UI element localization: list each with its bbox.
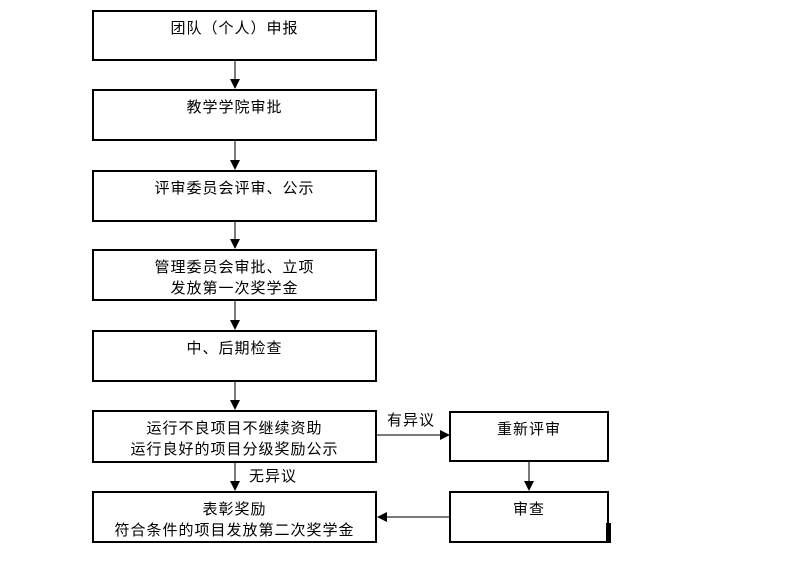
black-bar-artifact	[606, 523, 611, 543]
label-objection: 有异议	[387, 411, 436, 429]
flow-box-text: 审查	[512, 500, 545, 518]
flow-box-text: 运行不良项目不继续资助	[146, 419, 323, 437]
flow-box-text: 中、后期检查	[186, 339, 283, 357]
flow-box-text: 重新评审	[496, 420, 561, 438]
flow-box-text: 管理委员会审批、立项	[154, 258, 315, 276]
flow-box-text: 表彰奖励	[202, 500, 267, 518]
flow-box-committee-review: 评审委员会评审、公示	[92, 170, 377, 222]
flow-box-management-approval: 管理委员会审批、立项 发放第一次奖学金	[92, 249, 377, 301]
flow-box-text: 发放第一次奖学金	[170, 279, 299, 297]
flow-box-text: 评审委员会评审、公示	[154, 179, 315, 197]
flow-box-commendation: 表彰奖励 符合条件的项目发放第二次奖学金	[92, 491, 377, 543]
flow-box-inspection: 中、后期检查	[92, 330, 377, 382]
flow-box-apply: 团队（个人）申报	[92, 10, 377, 61]
flow-box-text: 团队（个人）申报	[170, 19, 299, 37]
flow-box-college-approval: 教学学院审批	[92, 89, 377, 141]
flow-box-examine: 审查	[449, 491, 609, 543]
label-no-objection: 无异议	[249, 467, 298, 485]
flow-box-text: 教学学院审批	[186, 98, 283, 116]
flow-box-text: 符合条件的项目发放第二次奖学金	[114, 521, 355, 539]
flow-box-text: 运行良好的项目分级奖励公示	[130, 440, 339, 458]
flow-box-re-review: 重新评审	[449, 411, 609, 462]
flow-box-grading-publicity: 运行不良项目不继续资助 运行良好的项目分级奖励公示	[92, 410, 377, 463]
